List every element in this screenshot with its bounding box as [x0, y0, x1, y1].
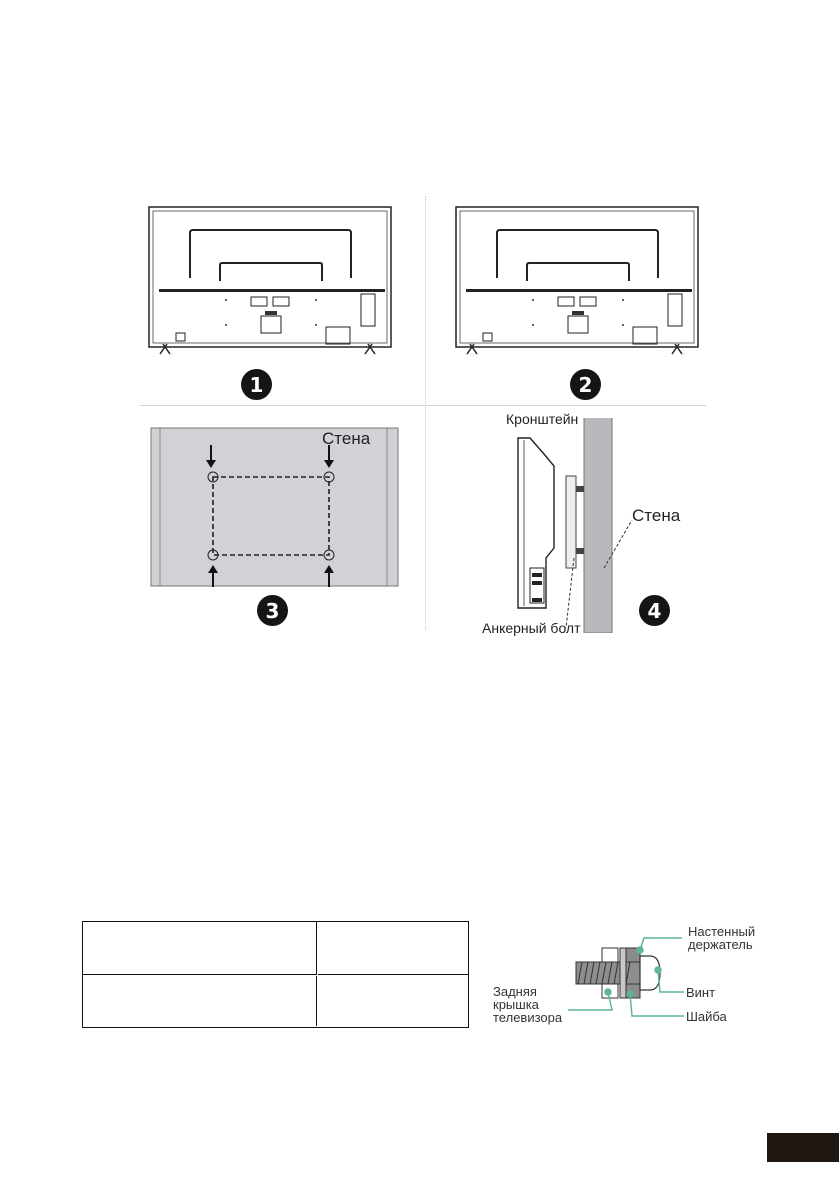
tv-back-view-1: [148, 206, 392, 355]
spec-table: [82, 921, 469, 1028]
step-1-badge: 1: [241, 369, 272, 400]
step-2-badge: 2: [570, 369, 601, 400]
figure-divider-vertical: [425, 196, 427, 630]
panel3-wall-label: Стена: [322, 429, 371, 448]
page-edge-tab: [767, 1133, 839, 1162]
panel4-wall-label: Стена: [632, 506, 681, 525]
tv-back-view-2: [455, 206, 699, 355]
back-cover-label: Задняя крышка телевизора: [493, 984, 563, 1025]
figure-divider-horizontal: [140, 405, 706, 406]
bolt-assembly-diagram: [568, 937, 684, 1017]
table-cell: [318, 922, 468, 975]
tv-side-view-on-wall: [517, 418, 633, 633]
step-4-badge: 4: [639, 595, 670, 626]
table-cell: [83, 922, 317, 975]
washer-label: Шайба: [686, 1009, 727, 1024]
table-cell: [318, 976, 468, 1026]
panel4-bracket-label: Кронштейн: [506, 411, 579, 427]
panel4-anchor-bolt-label: Анкерный болт: [482, 620, 581, 636]
step-3-badge: 3: [257, 595, 288, 626]
wall-holder-label: Настенный держатель: [688, 924, 756, 952]
wall-mounting-holes: [150, 427, 399, 587]
table-cell: [83, 976, 317, 1026]
screw-label: Винт: [686, 985, 716, 1000]
